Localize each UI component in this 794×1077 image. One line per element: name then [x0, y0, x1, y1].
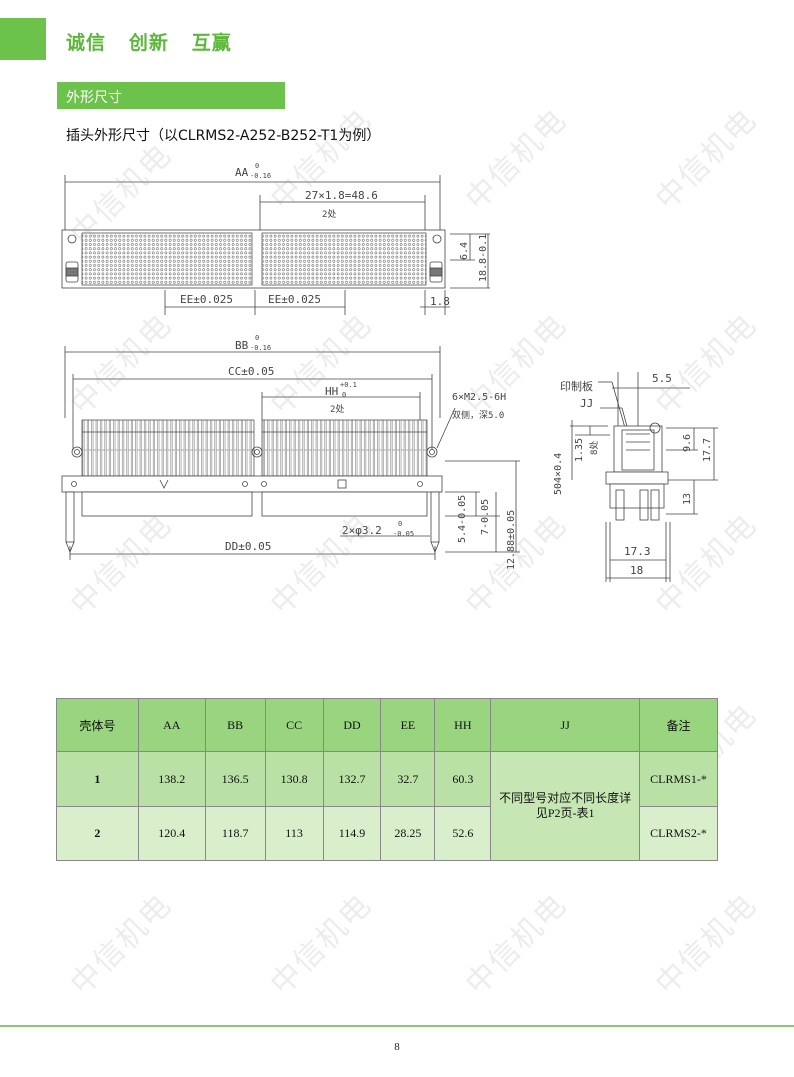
header-hh: HH	[434, 698, 492, 752]
cell-shell-no: 1	[56, 751, 139, 807]
dim-bb-tol-top: 0	[255, 334, 259, 342]
cell-bb: 136.5	[204, 751, 266, 807]
dim-eight-places: 8处	[588, 441, 600, 455]
header-jj: JJ	[490, 698, 640, 752]
dim-cc: CC±0.05	[228, 365, 274, 378]
header-cc: CC	[264, 698, 324, 752]
dim-aa: AA	[235, 166, 249, 179]
cell-hh: 60.3	[434, 751, 492, 807]
dim-hh-places: 2处	[330, 403, 344, 415]
watermark: 中信机电	[63, 886, 180, 1003]
header-aa: AA	[137, 698, 206, 752]
header-shell-no: 壳体号	[56, 698, 139, 752]
dim-18-8: 18.8-0.1	[478, 234, 489, 282]
cell-ee: 32.7	[380, 751, 436, 807]
dim-1-8: 1.8	[430, 295, 450, 308]
header-dd: DD	[322, 698, 382, 752]
front-view	[61, 346, 520, 560]
brand-block	[0, 18, 46, 60]
dim-aa-tol-top: 0	[255, 162, 259, 170]
dim-1-35: 1.35	[574, 438, 585, 462]
footer-divider	[0, 1025, 794, 1027]
dim-screw-note: 双侧，深5.0	[452, 409, 504, 421]
dim-hole-tol-top: 0	[398, 520, 402, 528]
cell-cc: 113	[264, 806, 324, 861]
cell-bb: 118.7	[204, 806, 266, 861]
dim-5-5: 5.5	[652, 372, 672, 385]
dim-6-4: 6.4	[459, 242, 470, 260]
dim-hh: HH	[325, 385, 338, 398]
cell-cc: 130.8	[264, 751, 324, 807]
dim-aa-tol-bot: -0.16	[250, 172, 271, 180]
dim-ee-2: EE±0.025	[268, 293, 321, 306]
dim-13: 13	[682, 493, 693, 505]
watermark: 中信机电	[263, 886, 380, 1003]
cell-shell-no: 2	[56, 806, 139, 861]
table-row: 1 138.2 136.5 130.8 132.7 32.7 60.3 不同型号…	[56, 751, 718, 861]
cell-remark: CLRMS2-*	[639, 806, 718, 861]
dim-5-4: 5.4-0.05	[457, 495, 468, 543]
header-bb: BB	[204, 698, 266, 752]
cell-dd: 114.9	[322, 806, 382, 861]
dim-ee-1: EE±0.025	[180, 293, 233, 306]
cell-remark: CLRMS1-*	[639, 751, 718, 807]
dim-hh-tol-top: +0.1	[340, 381, 357, 389]
dim-two-places: 2处	[322, 208, 336, 220]
dim-17-7: 17.7	[702, 438, 713, 462]
watermark: 中信机电	[648, 886, 765, 1003]
cell-jj-note: 不同型号对应不同长度详见P2页-表1	[490, 751, 640, 861]
dim-hole-tol-bot: -0.05	[393, 530, 414, 538]
dim-9-6: 9.6	[682, 434, 693, 452]
dim-17-3: 17.3	[624, 545, 651, 558]
dim-screw: 6×M2.5-6H	[452, 392, 506, 403]
label-pcb: 印制板	[560, 379, 593, 393]
dim-hole: 2×φ3.2	[342, 524, 382, 537]
figure-title: 插头外形尺寸（以CLRMS2-A252-B252-T1为例）	[66, 128, 381, 144]
top-view	[61, 175, 490, 315]
dim-12-88: 12.88±0.05	[506, 510, 517, 570]
technical-drawing: AA 0 -0.16 27×1.8=48.6 2处 EE±0.025 EE±0.…	[61, 162, 718, 582]
dimension-table: 壳体号 AA BB CC DD EE HH JJ 备注 1 138.2 136.…	[56, 698, 718, 861]
dim-dd: DD±0.05	[225, 540, 271, 553]
dim-pitch: 27×1.8=48.6	[305, 189, 378, 202]
dim-jj: JJ	[580, 397, 593, 410]
watermark: 中信机电	[458, 886, 575, 1003]
cell-ee: 28.25	[380, 806, 436, 861]
dim-hh-tol-bot: 0	[342, 391, 346, 399]
cell-dd: 132.7	[322, 751, 382, 807]
cell-aa: 120.4	[137, 806, 206, 861]
side-view	[570, 372, 718, 582]
header-ee: EE	[380, 698, 436, 752]
cell-hh: 52.6	[434, 806, 492, 861]
dim-7: 7-0.05	[480, 499, 491, 535]
section-title-bar: 外形尺寸	[57, 82, 285, 109]
table-row: 2 120.4 118.7 113 114.9 28.25 52.6 CLRMS…	[56, 806, 718, 861]
dim-bb-tol-bot: -0.16	[250, 344, 271, 352]
slogan: 诚信 创新 互赢	[66, 32, 232, 54]
cell-aa: 138.2	[137, 751, 206, 807]
section-title: 外形尺寸	[66, 90, 122, 106]
table-header-row: 壳体号 AA BB CC DD EE HH JJ 备注	[56, 698, 718, 752]
dim-18: 18	[630, 564, 643, 577]
header-remark: 备注	[639, 698, 718, 752]
dim-bb: BB	[235, 339, 249, 352]
dim-504: 504×0.4	[553, 453, 564, 495]
page-number: 8	[394, 1041, 400, 1053]
